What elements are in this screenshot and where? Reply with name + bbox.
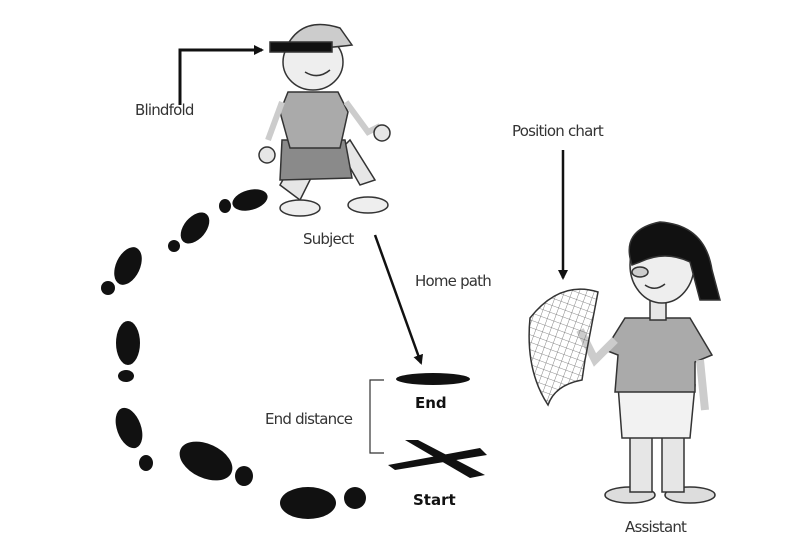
footprint	[116, 321, 140, 382]
blindfold-label: Blindfold	[135, 101, 194, 119]
end-marker	[396, 373, 470, 385]
assistant-label: Assistant	[625, 518, 687, 536]
start-marker	[388, 440, 487, 478]
footprint	[219, 189, 268, 213]
blindfold-arrow	[178, 45, 264, 105]
position-chart-sheet	[528, 288, 599, 407]
footprint	[280, 487, 366, 519]
footprint	[179, 441, 253, 486]
start-label: Start	[413, 491, 456, 509]
footprint	[168, 212, 210, 252]
end-label: End	[415, 394, 447, 412]
position-chart-label: Position chart	[512, 122, 604, 140]
home-path-arrow	[373, 234, 423, 365]
subject-label: Subject	[303, 230, 354, 248]
end-distance-bracket	[369, 379, 384, 454]
footprint	[101, 247, 142, 295]
assistant-figure	[576, 221, 721, 504]
end-distance-label: End distance	[265, 410, 353, 428]
home-path-label: Home path	[415, 272, 491, 290]
footprint	[115, 407, 153, 471]
subject-figure	[258, 23, 391, 217]
footprints	[101, 189, 366, 519]
